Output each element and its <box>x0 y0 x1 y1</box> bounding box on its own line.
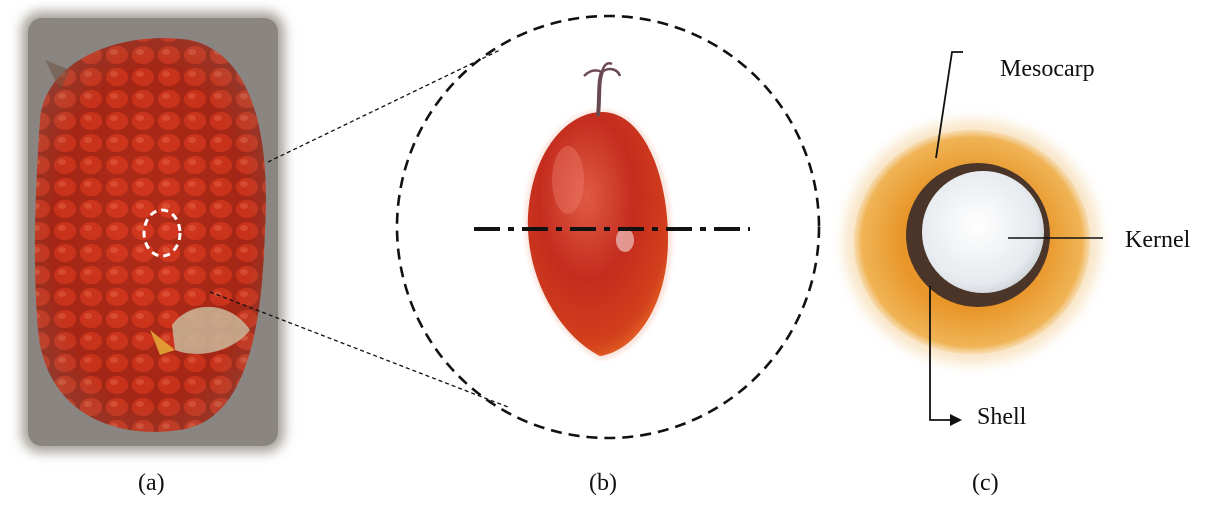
mesocarp-label: Mesocarp <box>1000 56 1095 83</box>
panel-a-label: (a) <box>138 470 165 497</box>
bunch-photo <box>22 12 284 452</box>
single-fruit <box>525 63 672 360</box>
kernel-label: Kernel <box>1125 227 1190 254</box>
kernel-core <box>922 171 1044 293</box>
fruit-cross-section <box>844 120 1100 364</box>
zoom-line-top <box>268 50 500 162</box>
shell-arrowhead <box>950 414 962 426</box>
panel-c-label: (c) <box>972 470 999 497</box>
panel-b-label: (b) <box>589 470 617 497</box>
shell-label: Shell <box>977 404 1026 431</box>
